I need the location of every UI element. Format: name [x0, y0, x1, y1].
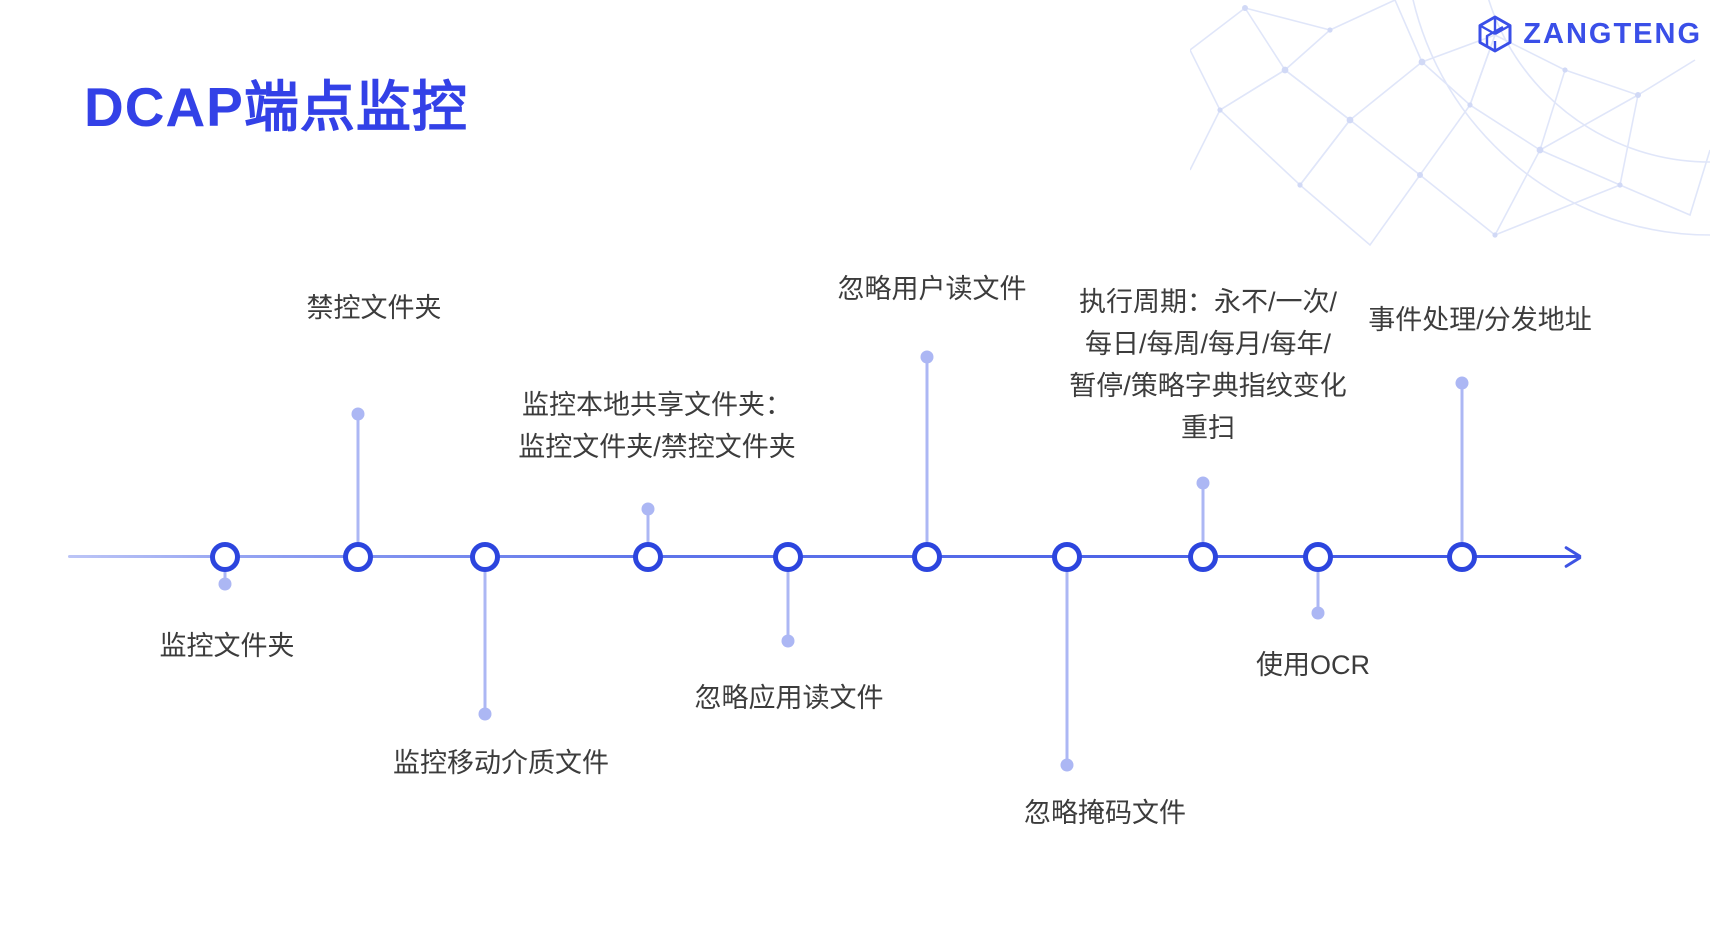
timeline-label: 禁控文件夹 [306, 293, 442, 323]
timeline-node-marker [210, 542, 240, 572]
timeline-stem [1460, 383, 1464, 557]
page-title: DCAP端点监控 [84, 76, 468, 138]
timeline-stem [356, 414, 360, 557]
timeline-dot [1455, 376, 1469, 390]
timeline-dot [920, 350, 934, 364]
timeline-dot [351, 407, 365, 421]
timeline-dot [641, 502, 655, 516]
timeline-stem [1065, 557, 1069, 765]
timeline-label: 事件处理/分发地址 [1368, 305, 1592, 335]
timeline-dot [478, 707, 492, 721]
timeline-axis [68, 555, 1580, 558]
timeline-node-marker [1052, 542, 1082, 572]
timeline-node-marker [1303, 542, 1333, 572]
timeline-node-marker [1447, 542, 1477, 572]
timeline-node-marker [1188, 542, 1218, 572]
brand-logo: ZANGTENG [1475, 14, 1702, 54]
timeline-label: 使用OCR [1256, 650, 1370, 680]
timeline-label: 执行周期：永不/一次/ 每日/每周/每月/每年/ 暂停/策略字典指纹变化 重扫 [1069, 287, 1347, 443]
timeline-node-marker [343, 542, 373, 572]
timeline-stem [925, 357, 929, 557]
timeline-label: 忽略用户读文件 [837, 274, 1027, 304]
timeline-node-marker [773, 542, 803, 572]
timeline-stem [646, 509, 650, 557]
brand-name: ZANGTENG [1523, 17, 1702, 50]
timeline-label: 监控移动介质文件 [393, 748, 609, 778]
timeline-node-marker [633, 542, 663, 572]
globe-mesh-decoration [1190, 0, 1710, 247]
timeline-stem [483, 557, 487, 714]
timeline-label: 忽略掩码文件 [1024, 798, 1186, 828]
cube-icon [1478, 15, 1512, 53]
timeline-dot [1196, 476, 1210, 490]
timeline-label: 忽略应用读文件 [694, 683, 884, 713]
timeline-stem [786, 557, 790, 641]
timeline-node-marker [470, 542, 500, 572]
timeline-node-marker [912, 542, 942, 572]
timeline-label: 监控文件夹 [159, 631, 295, 661]
timeline-dot [1060, 758, 1074, 772]
timeline-dot [218, 577, 232, 591]
timeline-stem [1316, 557, 1320, 613]
timeline-label: 监控本地共享文件夹： 监控文件夹/禁控文件夹 [518, 390, 796, 462]
timeline-dot [1311, 606, 1325, 620]
timeline-stem [1201, 483, 1205, 557]
timeline-dot [781, 634, 795, 648]
